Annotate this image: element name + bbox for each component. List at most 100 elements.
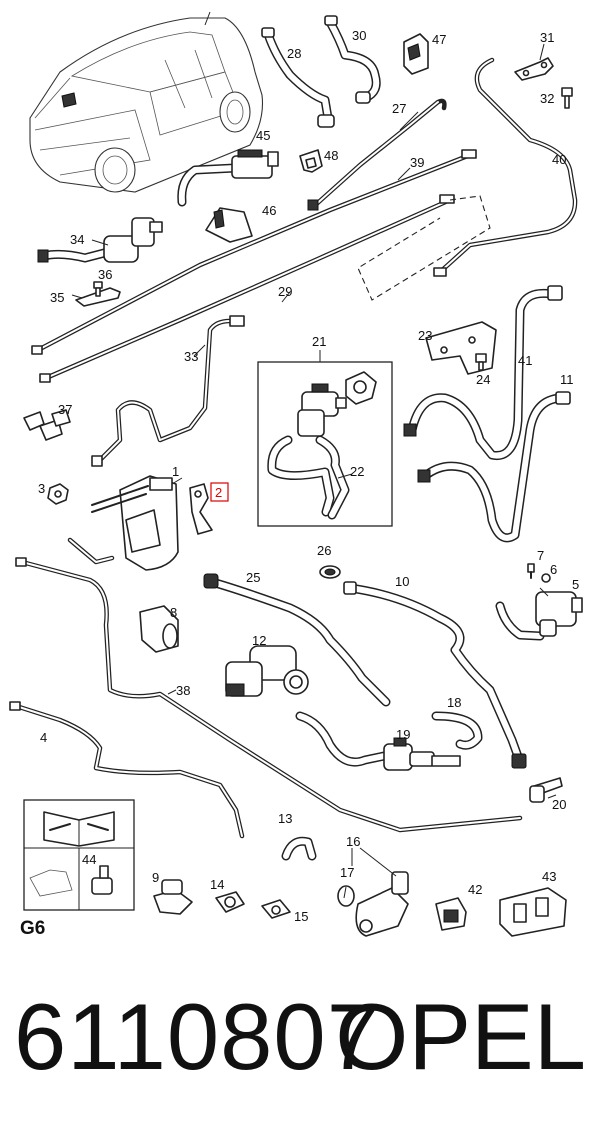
part-25-hose — [203, 573, 391, 707]
part-17-o-ring — [337, 885, 355, 907]
callout-33: 33 — [184, 349, 198, 364]
part-37-clips — [23, 409, 71, 441]
callout-4: 4 — [40, 730, 47, 745]
callout-35: 35 — [50, 290, 64, 305]
callout-48: 48 — [324, 148, 338, 163]
vehicle-location-sketch — [29, 17, 264, 193]
part-13-hose — [281, 836, 317, 861]
legend-box — [23, 799, 135, 911]
callout-2-highlight-box — [210, 482, 229, 502]
part-7-screw — [527, 563, 535, 579]
part-29-pipe — [39, 194, 455, 383]
callout-13: 13 — [278, 811, 292, 826]
part-8-sensor — [139, 605, 179, 653]
callout-16: 16 — [346, 834, 360, 849]
callout-34: 34 — [70, 232, 84, 247]
part-35-bracket — [75, 287, 121, 307]
part-23-bracket — [425, 321, 497, 375]
callout-46: 46 — [262, 203, 276, 218]
callout-37: 37 — [58, 402, 72, 417]
callout-32: 32 — [540, 91, 554, 106]
callout-47: 47 — [432, 32, 446, 47]
callout-21: 21 — [312, 334, 326, 349]
part-32-screw — [561, 87, 573, 109]
callout-17: 17 — [340, 865, 354, 880]
part-20-bolt — [529, 777, 563, 803]
callout-8: 8 — [170, 605, 177, 620]
part-26-clamp — [319, 565, 341, 579]
callout-14: 14 — [210, 877, 224, 892]
callout-44: 44 — [82, 852, 96, 867]
callout-11: 11 — [560, 372, 574, 387]
part-42-clip — [435, 897, 467, 931]
callout-7: 7 — [537, 548, 544, 563]
part-14-clip — [215, 891, 245, 913]
part-27-rod — [307, 98, 447, 211]
part-4-pipe — [9, 701, 245, 839]
part-12-valve — [225, 645, 309, 697]
part-46-bracket — [205, 207, 253, 243]
part-5-valve — [495, 591, 583, 641]
callout-39: 39 — [410, 155, 424, 170]
part-15-clip — [261, 899, 291, 919]
callout-3: 3 — [38, 481, 45, 496]
part-19-valve — [295, 711, 461, 771]
callout-labels: 1 2 3 4 5 6 7 8 9 10 11 12 13 14 15 16 1… — [20, 28, 579, 939]
part-36-screw — [93, 281, 103, 297]
callout-36: 36 — [98, 267, 112, 282]
part-30-hose — [324, 15, 381, 104]
callout-41: 41 — [518, 353, 532, 368]
callout-1: 1 — [172, 464, 179, 479]
part-38-pipe — [15, 557, 523, 833]
callout-2: 2 — [215, 485, 222, 500]
callout-12: 12 — [252, 633, 266, 648]
callout-28: 28 — [287, 46, 301, 61]
part-45-valve — [177, 149, 279, 207]
part-9-clip — [153, 879, 193, 915]
part-34-valve — [37, 217, 163, 263]
brand-name: OPEL — [335, 984, 586, 1089]
part-28-hose — [261, 27, 335, 128]
part-21-assembly-box — [257, 361, 393, 527]
group-code: G6 — [20, 918, 45, 939]
callout-22: 22 — [350, 464, 364, 479]
callout-27: 27 — [392, 101, 406, 116]
callout-25: 25 — [246, 570, 260, 585]
part-18-hose — [431, 711, 483, 750]
callout-42: 42 — [468, 882, 482, 897]
callout-40: 40 — [552, 152, 566, 167]
callout-31: 31 — [540, 30, 554, 45]
part-41-hose — [403, 285, 563, 461]
callout-5: 5 — [572, 577, 579, 592]
callout-6: 6 — [550, 562, 557, 577]
part-number: 6110807 — [14, 984, 380, 1089]
callout-19: 19 — [396, 727, 410, 742]
part-39-pipe — [31, 149, 477, 355]
callout-43: 43 — [542, 869, 556, 884]
part-31-bracket — [514, 57, 554, 81]
callout-26: 26 — [317, 543, 331, 558]
leader-lines — [71, 11, 557, 899]
part-1-canister — [67, 475, 179, 571]
callout-9: 9 — [152, 870, 159, 885]
part-44-item — [29, 865, 113, 897]
part-24-screw — [475, 353, 487, 371]
part-47-clip — [403, 33, 429, 75]
part-29-dashed-extension — [357, 195, 491, 301]
part-10-hose — [343, 581, 527, 769]
callout-20: 20 — [552, 797, 566, 812]
parts-diagram: 1 2 3 4 5 6 7 8 9 10 11 12 13 14 15 16 1… — [9, 11, 583, 939]
callout-24: 24 — [476, 372, 490, 387]
part-16-sensor — [355, 871, 409, 937]
callout-10: 10 — [395, 574, 409, 589]
part-6-washer — [541, 573, 551, 583]
callout-18: 18 — [447, 695, 461, 710]
callout-38: 38 — [176, 683, 190, 698]
part-40-pipe — [433, 57, 578, 277]
part-2-clip-highlighted — [189, 483, 213, 535]
callout-29: 29 — [278, 284, 292, 299]
callout-23: 23 — [418, 328, 432, 343]
part-33-pipe — [91, 315, 245, 467]
part-11-hose — [417, 391, 571, 543]
part-48-clip — [299, 149, 323, 173]
